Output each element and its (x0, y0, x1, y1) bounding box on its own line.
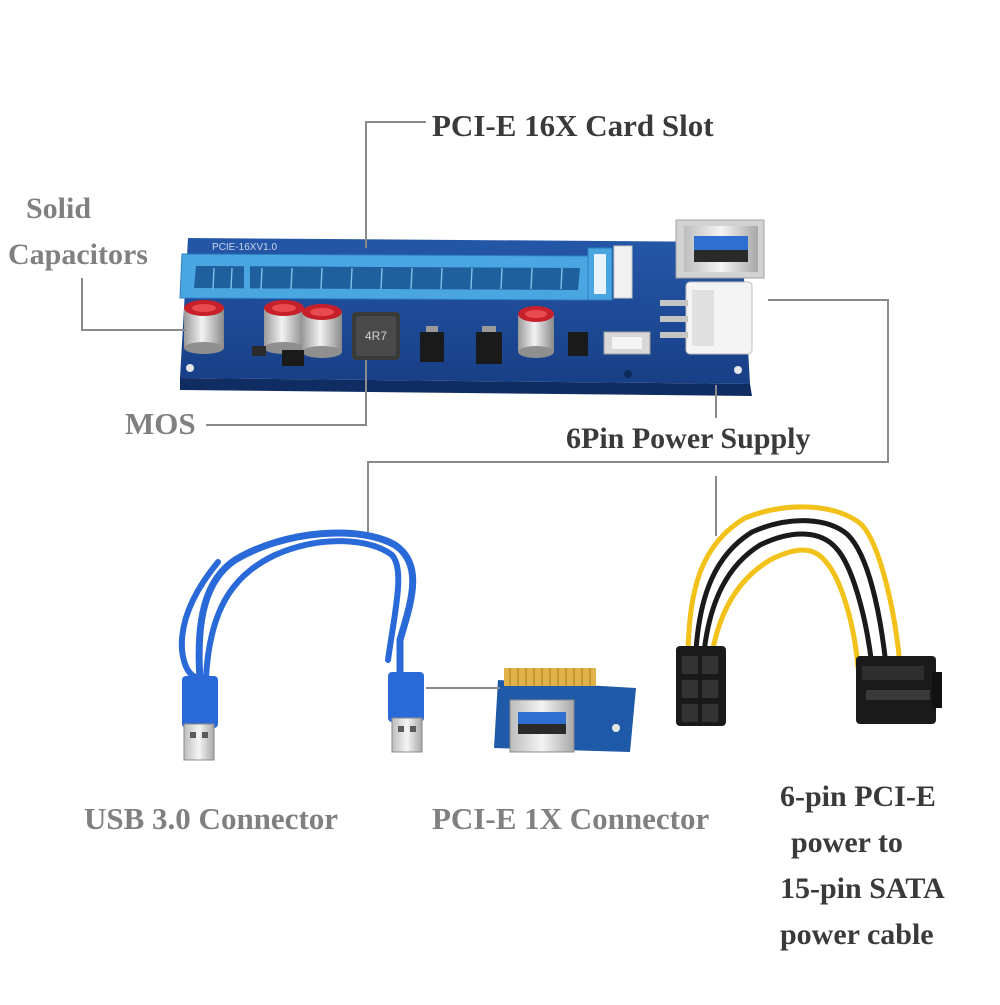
inductor: 4R7 (352, 312, 400, 360)
six-pin-plug (676, 646, 726, 726)
label-mos: MOS (125, 406, 196, 441)
leader-capacitors (81, 278, 186, 331)
usb-plug-right (388, 672, 424, 753)
board-usb-port (675, 219, 765, 279)
usb-3-cable (178, 529, 424, 761)
slot-latch (613, 245, 633, 299)
mount-hole (734, 366, 742, 374)
usb-plug-left (182, 676, 218, 761)
label-cable-line1: 6-pin PCI-E (780, 780, 936, 813)
six-pin-power-connector (660, 281, 753, 355)
label-card-slot: PCI-E 16X Card Slot (432, 108, 714, 143)
inductor-mark: 4R7 (365, 329, 387, 343)
pcie-1x-adapter (494, 668, 636, 753)
label-cable-line2: power to (791, 826, 903, 859)
leader-mos (206, 360, 367, 426)
leader-card-slot (365, 121, 426, 248)
label-cable-line3: 15-pin SATA (780, 872, 945, 905)
label-capacitors-line1: Solid (26, 192, 92, 225)
sata-plug (856, 656, 942, 724)
label-power-supply: 6Pin Power Supply (566, 422, 811, 455)
label-pcie-1x-connector: PCI-E 1X Connector (432, 801, 710, 836)
solid-capacitors (184, 300, 554, 358)
mount-hole (186, 364, 194, 372)
riser-board: PCIE-16XV1.0 (179, 219, 765, 396)
leader-lines (81, 121, 889, 689)
leader-usb (367, 299, 889, 532)
label-usb-connector: USB 3.0 Connector (84, 801, 339, 836)
board-silkscreen: PCIE-16XV1.0 (212, 242, 277, 253)
label-capacitors-line2: Capacitors (8, 238, 148, 271)
label-cable-line4: power cable (780, 918, 934, 951)
pcie-16x-slot (179, 247, 613, 301)
fuse (603, 331, 651, 355)
mount-hole (624, 370, 632, 378)
board-edge (180, 378, 752, 396)
six-pin-to-sata-cable (676, 504, 942, 726)
mos-chips (252, 326, 588, 366)
